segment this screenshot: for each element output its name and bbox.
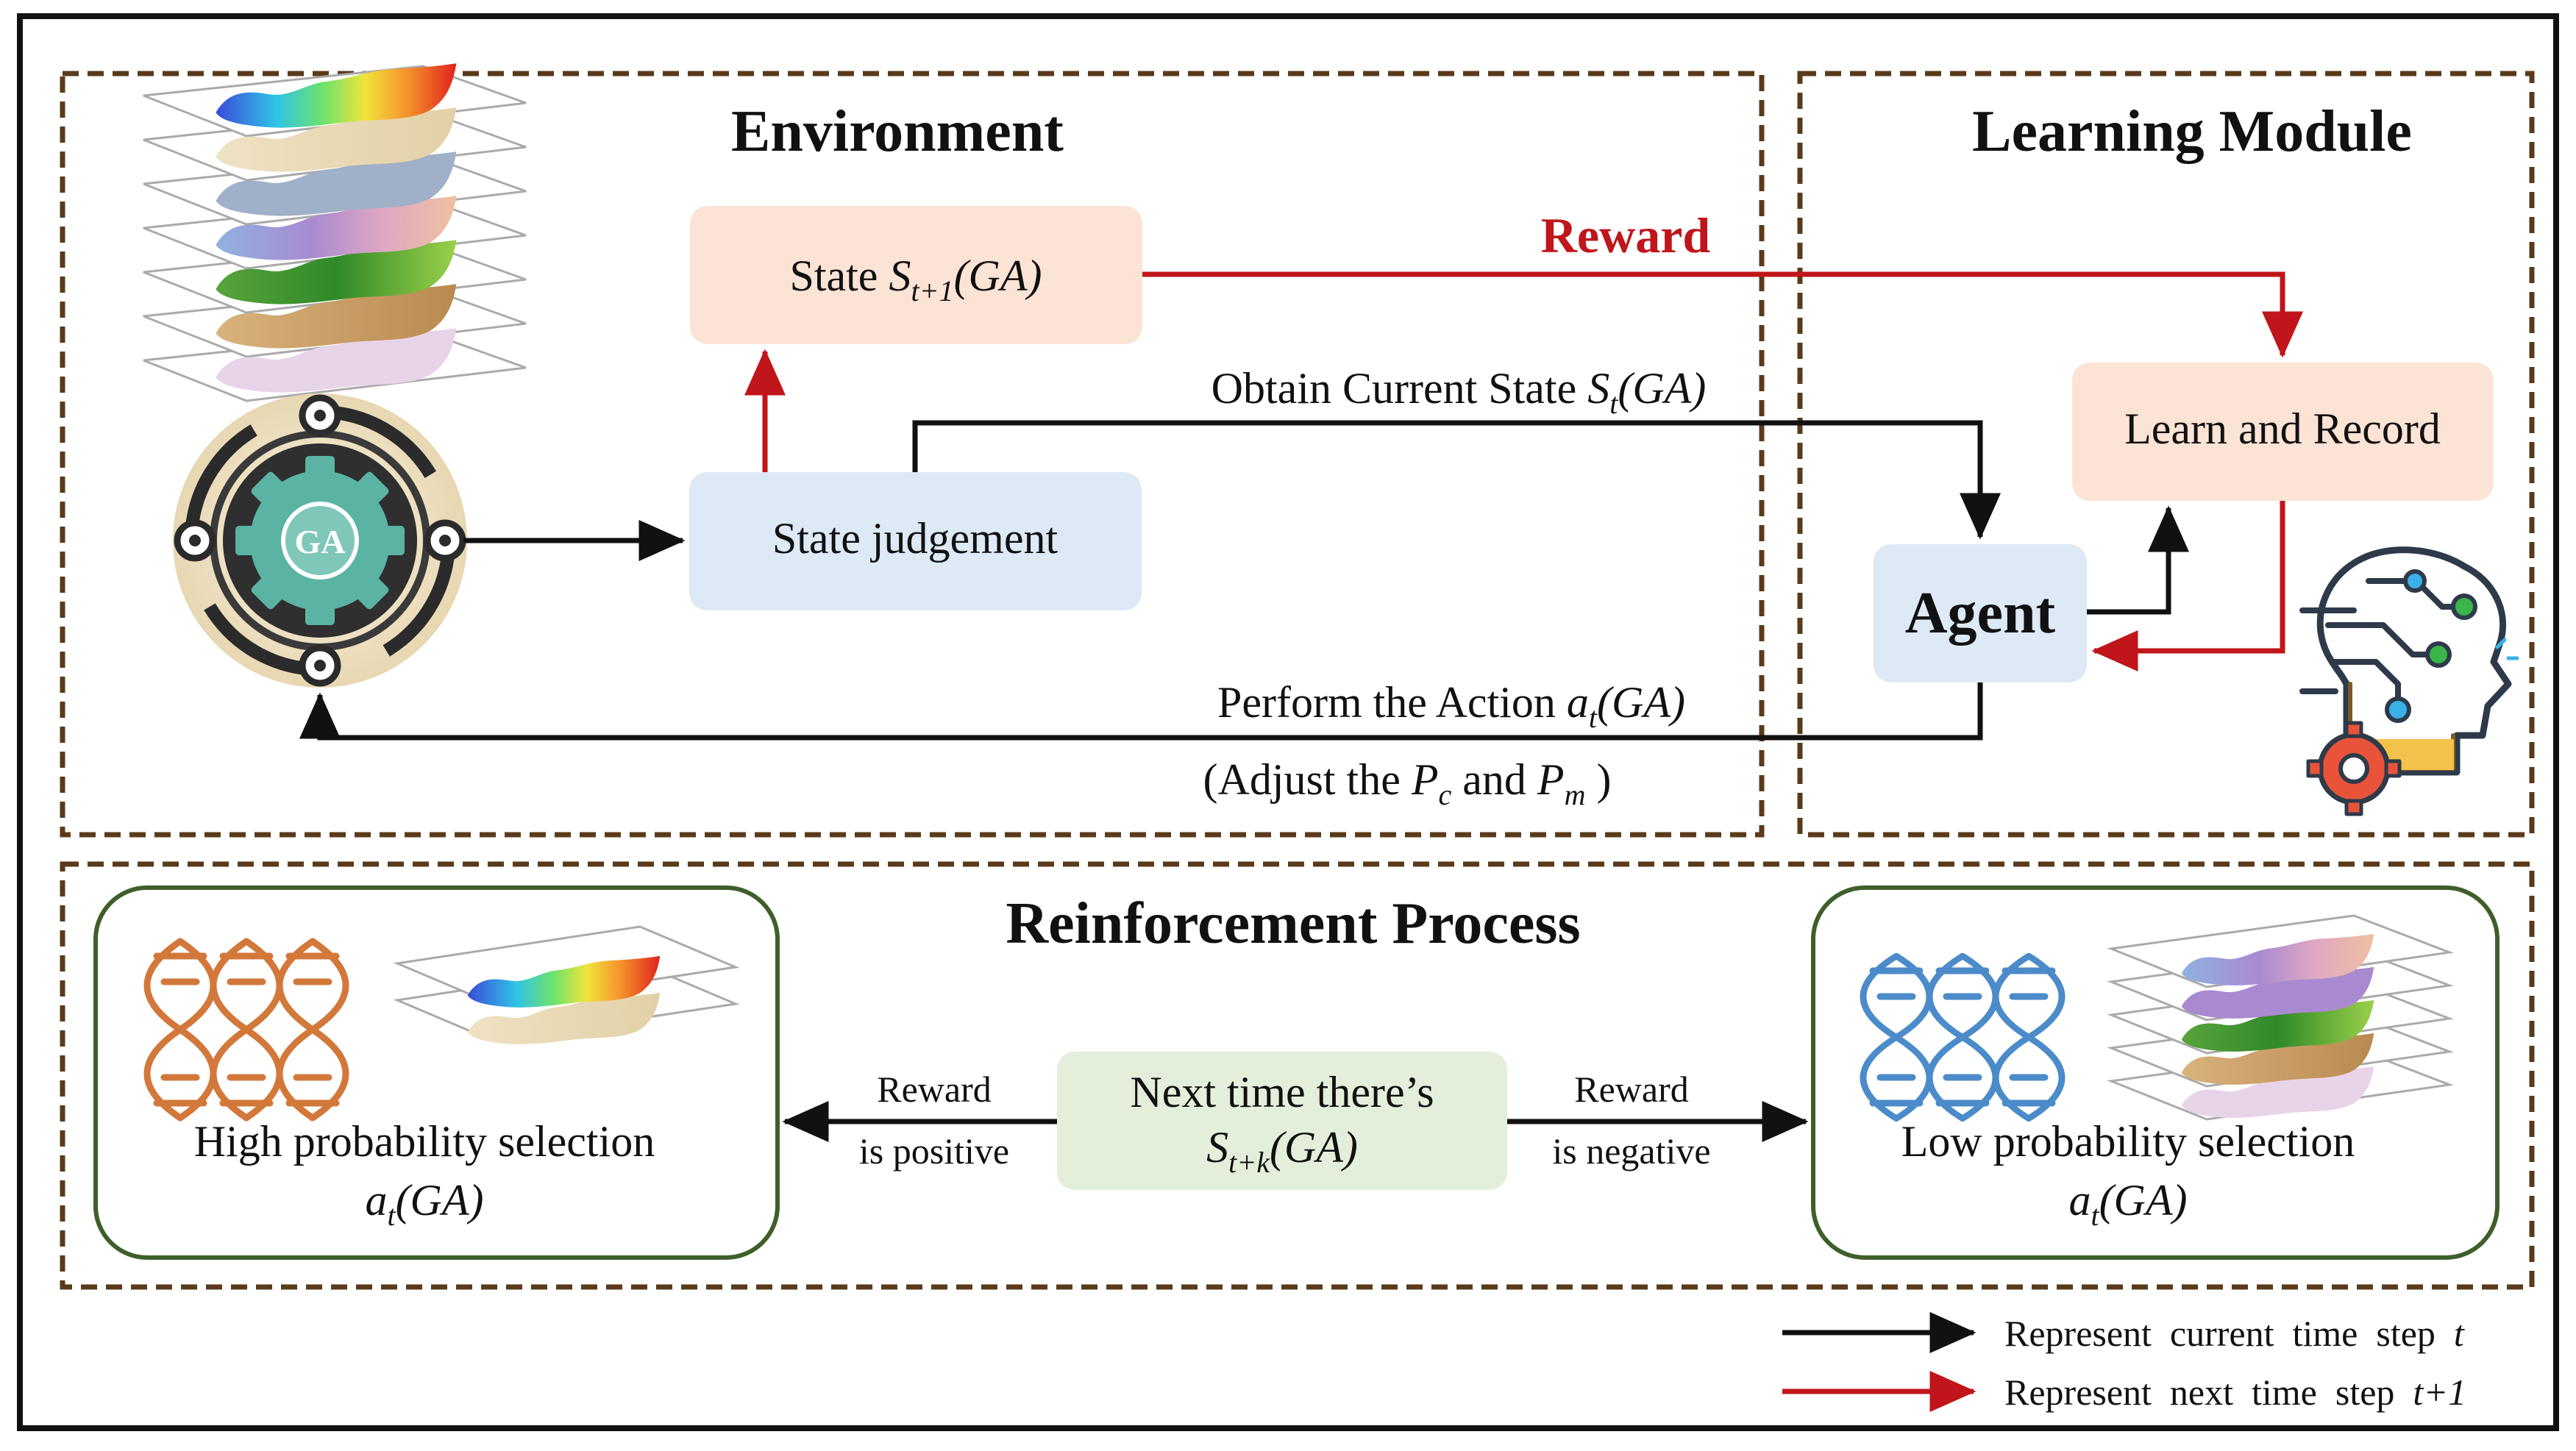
- agent-box: [1874, 544, 2087, 682]
- dna-helix-orange-icon: [143, 938, 349, 1122]
- reward-negative-line1: Reward: [1574, 1069, 1689, 1110]
- edge-learn-to-agent: [2091, 501, 2285, 671]
- edge-obtain-state: [912, 420, 2001, 540]
- next-time-box: [1057, 1052, 1507, 1190]
- dna-helix-blue-icon: [1860, 952, 2066, 1122]
- ga-gear-ring-icon: GA: [173, 393, 467, 688]
- low-probability-action: at(GA): [2068, 1176, 2187, 1232]
- legend-next-label: Represent next time step t+1: [2004, 1372, 2466, 1413]
- edge-reward: [1142, 271, 2303, 358]
- reward-positive-line2: is positive: [859, 1130, 1009, 1172]
- layered-map-stack-icon: [393, 925, 740, 1044]
- ga-badge-label: GA: [295, 523, 346, 560]
- reinforcement-title: Reinforcement Process: [1006, 891, 1580, 956]
- edge-agent-to-learn: [2087, 505, 2189, 615]
- environment-frame: [60, 71, 1765, 838]
- agent-label: Agent: [1905, 581, 2056, 646]
- next-time-state: St+k(GA): [1206, 1123, 1358, 1179]
- ai-brain-circuit-icon: [2299, 546, 2519, 816]
- environment-title: Environment: [731, 99, 1064, 164]
- reward-label: Reward: [1541, 207, 1711, 263]
- reward-positive-line1: Reward: [877, 1069, 992, 1110]
- high-probability-label: High probability selection: [194, 1117, 655, 1166]
- reward-negative-line2: is negative: [1552, 1130, 1710, 1172]
- learning-module-title: Learning Module: [1972, 99, 2412, 164]
- next-time-label: Next time there’s: [1130, 1068, 1434, 1116]
- perform-action-label: Perform the Action at(GA): [1217, 678, 1685, 734]
- low-probability-label: Low probability selection: [1901, 1117, 2355, 1166]
- layered-map-stack-icon: [143, 63, 527, 402]
- high-probability-action: at(GA): [365, 1176, 483, 1232]
- reinforcement-frame: [60, 861, 2535, 1290]
- edge-perform-action: [299, 682, 1983, 741]
- legend: Represent current time step t Represent …: [1782, 1312, 2466, 1413]
- state-next-box: [690, 206, 1142, 344]
- adjust-label: (Adjust the Pc and Pm ): [1203, 755, 1612, 811]
- legend-current-label: Represent current time step t: [2004, 1313, 2465, 1354]
- state-next-label: State St+1(GA): [789, 252, 1042, 307]
- learning-module-frame: [1797, 71, 2535, 838]
- state-judgement-box: [689, 472, 1142, 610]
- learn-record-box: [2072, 363, 2494, 501]
- obtain-state-label: Obtain Current State St(GA): [1211, 364, 1707, 420]
- learn-record-label: Learn and Record: [2124, 404, 2441, 453]
- state-judgement-label: State judgement: [772, 514, 1058, 563]
- layered-map-stack-icon: [2107, 914, 2454, 1121]
